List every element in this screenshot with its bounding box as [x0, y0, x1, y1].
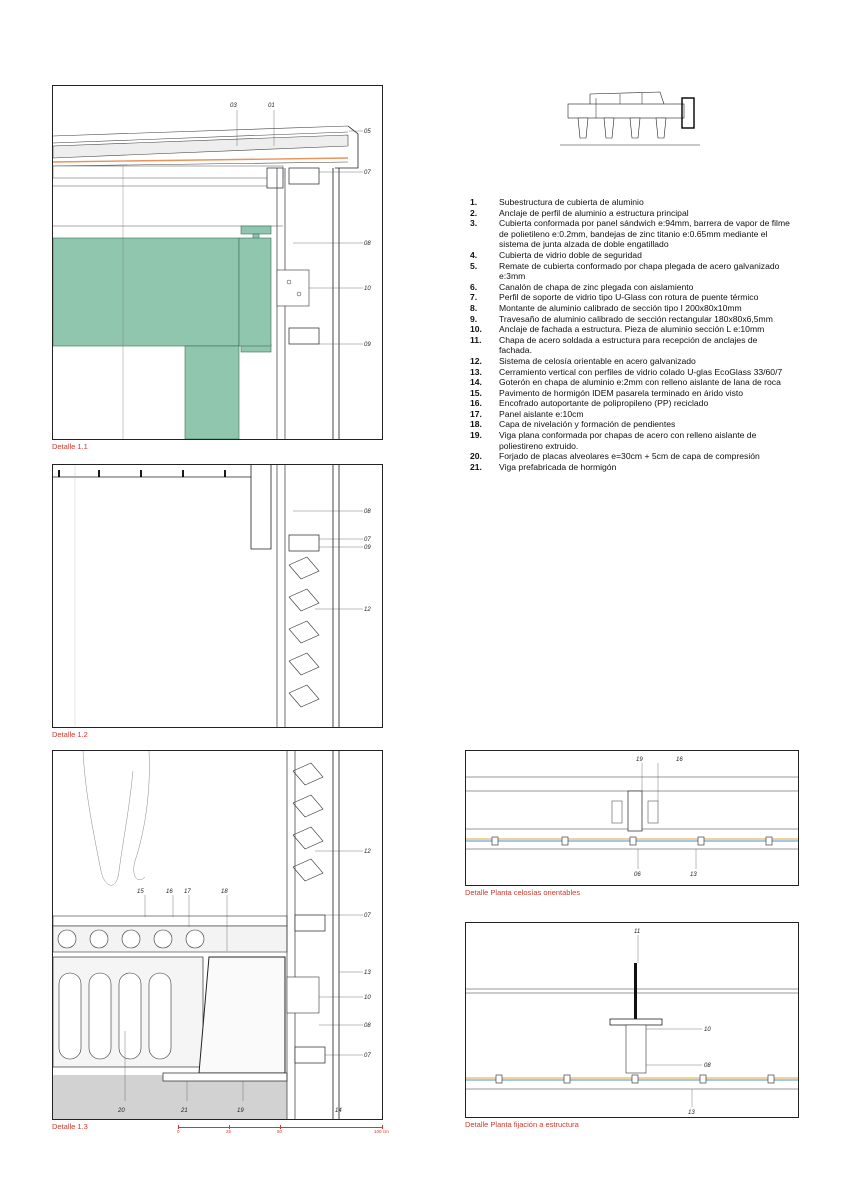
legend-item: 4.Cubierta de vidrio doble de seguridad [470, 249, 642, 260]
legend-item: 8.Montante de aluminio calibrado de secc… [470, 302, 742, 313]
legend-item: 15.Pavimento de hormigón IDEM pasarela t… [470, 387, 744, 398]
d13-tag-15: 15 [137, 889, 144, 895]
legend-item: 9.Travesaño de aluminio calibrado de sec… [470, 313, 773, 324]
scale-label-100: 100 cm [374, 1129, 389, 1134]
d13-tag-08: 08 [364, 1023, 371, 1029]
plan-fijacion-svg: 11 10 08 13 [466, 929, 798, 1116]
d11-tag-07: 07 [364, 170, 371, 176]
d12-tag-08: 08 [364, 509, 371, 515]
d11-tag-03: 03 [230, 103, 237, 109]
legend-list: 1.Subestructura de cubierta de aluminio … [470, 197, 790, 472]
legend-item: 19.Viga plana conformada por chapas de a… [470, 430, 757, 451]
d11-tag-09: 09 [364, 342, 371, 348]
detail-1-3-svg: 12 07 15 16 17 18 13 10 08 07 20 21 19 1… [53, 751, 371, 1119]
legend-item: 18.Capa de nivelación y formación de pen… [470, 419, 676, 430]
caption-planta-fijacion: Detalle Planta fijación a estructura [465, 1120, 579, 1129]
detail-1-3-drawing: 12 07 15 16 17 18 13 10 08 07 20 21 19 1… [52, 750, 383, 1120]
scale-bar: 0 25 50 100 cm [177, 1124, 389, 1138]
plan-celosias-drawing: 19 16 06 13 [465, 750, 799, 886]
caption-detalle-1-2: Detalle 1.2 [52, 730, 88, 739]
legend-item: 10.Anclaje de fachada a estructura. Piez… [470, 324, 765, 335]
legend-item: 2.Anclaje de perfil de aluminio a estruc… [470, 207, 689, 218]
d13-tag-16: 16 [166, 889, 173, 895]
key-plan-thumbnail [560, 88, 700, 152]
d11-tag-08: 08 [364, 241, 371, 247]
legend-item: 14.Goterón en chapa de aluminio e:2mm co… [470, 377, 781, 388]
d13-tag-07b: 07 [364, 1053, 371, 1059]
legend-item: 11.Chapa de acero soldada a estructura p… [470, 334, 758, 356]
caption-planta-celosias: Detalle Planta celosías orientables [465, 888, 581, 897]
d13-tag-20: 20 [117, 1108, 125, 1114]
legend-item: 6.Canalón de chapa de zinc plegada con a… [470, 281, 694, 292]
d11-tag-05: 05 [364, 129, 371, 135]
legend-item: 5.Remate de cubierta conformado por chap… [470, 260, 780, 282]
plan-fijacion-drawing: 11 10 08 13 [465, 922, 799, 1118]
d13-tag-10: 10 [364, 995, 371, 1001]
d12-tag-12: 12 [364, 607, 371, 613]
legend-item: 3.Cubierta conformada por panel sándwich… [470, 218, 790, 250]
pf-tag-13: 13 [688, 1110, 695, 1116]
d13-tag-07a: 07 [364, 913, 371, 919]
legend-item: 12.Sistema de celosía orientable en acer… [470, 355, 696, 366]
scale-label-25: 25 [226, 1129, 232, 1134]
caption-detalle-1-1: Detalle 1.1 [52, 442, 88, 451]
d12-tag-09: 09 [364, 545, 371, 551]
d13-tag-18: 18 [221, 889, 228, 895]
caption-detalle-1-3: Detalle 1.3 [52, 1122, 88, 1131]
pc-tag-06: 06 [634, 872, 641, 878]
legend-item: 16.Encofrado autoportante de polipropile… [470, 398, 709, 409]
d13-tag-13: 13 [364, 970, 371, 976]
legend-item: 21.Viga prefabricada de hormigón [470, 461, 617, 472]
d13-tag-21: 21 [180, 1108, 188, 1114]
pf-tag-10: 10 [704, 1027, 711, 1033]
legend-item: 17.Panel aislante e:10cm [470, 408, 584, 419]
scale-label-0: 0 [177, 1129, 180, 1134]
d13-tag-14: 14 [335, 1108, 342, 1114]
detail-1-1-svg: 03 01 05 07 08 10 09 [53, 103, 371, 439]
key-plan-svg [560, 91, 700, 146]
d13-tag-17: 17 [184, 889, 191, 895]
scale-label-50: 50 [277, 1129, 283, 1134]
pc-tag-19: 19 [636, 757, 643, 763]
d12-tag-07: 07 [364, 537, 371, 543]
pc-tag-16: 16 [676, 757, 683, 763]
pf-tag-11: 11 [634, 929, 640, 935]
detail-1-2-drawing: 08 07 09 12 [52, 464, 383, 728]
detail-1-1-drawing: 03 01 05 07 08 10 09 [52, 85, 383, 440]
d13-tag-12: 12 [364, 849, 371, 855]
legend-item: 7.Perfil de soporte de vidrio tipo U-Gla… [470, 292, 759, 303]
legend-item: 20.Forjado de placas alveolares e=30cm +… [470, 451, 760, 462]
d11-tag-10: 10 [364, 286, 371, 292]
detail-1-2-svg: 08 07 09 12 [53, 465, 371, 727]
pc-tag-13: 13 [690, 872, 697, 878]
legend-item: 13.Cerramiento vertical con perfiles de … [470, 366, 783, 377]
d11-tag-01: 01 [268, 103, 275, 109]
d13-tag-19: 19 [237, 1108, 244, 1114]
plan-celosias-svg: 19 16 06 13 [466, 757, 798, 878]
pf-tag-08: 08 [704, 1063, 711, 1069]
legend-item: 1.Subestructura de cubierta de aluminio [470, 197, 644, 207]
